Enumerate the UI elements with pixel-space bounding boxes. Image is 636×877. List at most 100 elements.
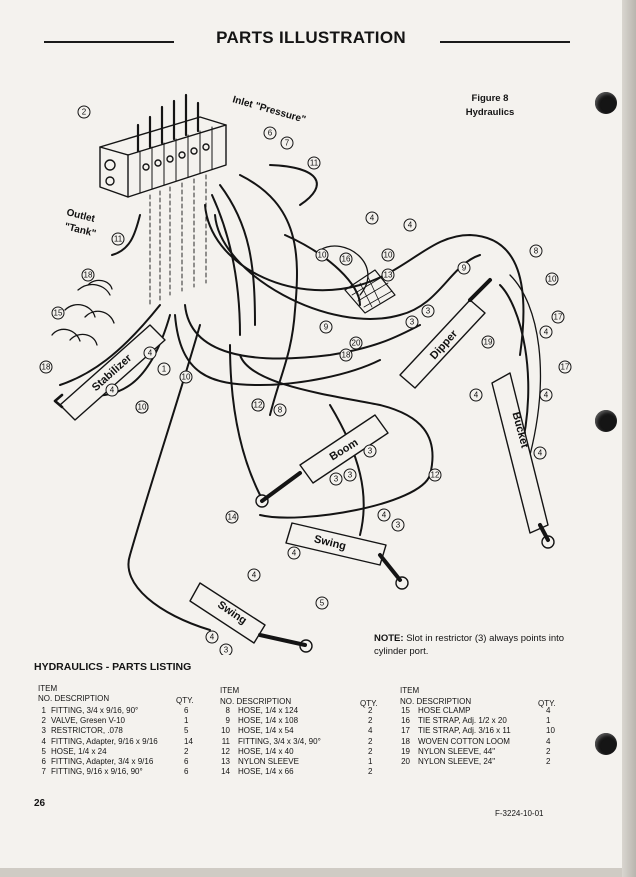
callout-number: 3	[224, 646, 229, 655]
part-quantity: 10	[546, 726, 555, 736]
part-description: FITTING, 3/4 x 3/4, 90°	[238, 736, 321, 746]
callout-number: 8	[278, 406, 283, 415]
part-description: VALVE, Gresen V-10	[51, 716, 125, 726]
form-number: F-3224-10-01	[495, 809, 544, 818]
callout-circle	[81, 268, 95, 282]
callout-circle	[273, 403, 287, 417]
callout-circle	[315, 596, 329, 610]
callout-number: 9	[324, 323, 329, 332]
boom-cylinder	[255, 414, 389, 508]
page-title: PARTS ILLUSTRATION	[216, 28, 406, 47]
callout-number: 4	[370, 214, 375, 223]
part-description: HOSE, 1/4 x 24	[51, 746, 107, 756]
part-quantity: 2	[546, 756, 551, 766]
callout-circle	[319, 320, 333, 334]
callout-number: 4	[382, 511, 387, 520]
part-quantity: 1	[184, 716, 189, 726]
callout-number: 20	[352, 339, 361, 348]
part-description: NYLON SLEEVE	[238, 756, 299, 766]
part-description: NYLON SLEEVE, 24"	[418, 756, 496, 766]
part-number: 16	[401, 716, 410, 726]
callout-number: 2	[82, 108, 87, 117]
col-head-qty: QTY.	[360, 699, 378, 708]
part-number: 8	[225, 706, 230, 715]
col-head-item: ITEM	[400, 686, 420, 695]
part-quantity: 2	[368, 767, 373, 777]
callout-circle	[280, 136, 294, 150]
restrictor-note: NOTE: Slot in restrictor (3) always poin…	[374, 632, 594, 658]
callout-circle	[111, 232, 125, 246]
dipper-cylinder	[399, 278, 492, 389]
binder-hole-bottom	[595, 733, 617, 755]
callout-circle	[421, 304, 435, 318]
col-head-no-desc: NO. DESCRIPTION	[38, 694, 110, 703]
callout-circle	[263, 126, 277, 140]
header-rule-right	[440, 41, 570, 43]
hoses	[59, 164, 542, 631]
callout-number: 7	[285, 139, 290, 148]
control-valve	[99, 93, 227, 198]
callout-number: 3	[334, 475, 339, 484]
callout-number: 3	[396, 521, 401, 530]
callout-number: 4	[544, 328, 549, 337]
callout-number: 12	[431, 471, 440, 480]
part-quantity: 2	[184, 746, 189, 756]
callout-number: 18	[84, 271, 93, 280]
callout-circle	[349, 336, 363, 350]
part-quantity: 14	[184, 736, 193, 746]
inlet-label: Inlet "Pressure"	[231, 94, 307, 125]
callout-circle	[39, 360, 53, 374]
part-quantity: 1	[546, 716, 551, 726]
part-description: WOVEN COTTON LOOM	[418, 736, 510, 746]
part-number: 17	[401, 726, 410, 736]
callout-circle	[247, 568, 261, 582]
parts-row: 5 HOSE, 1/4 x 24 2	[38, 747, 200, 757]
callout-circle	[533, 446, 547, 460]
callout-circle	[225, 510, 239, 524]
figure-number: Figure 8	[471, 93, 509, 104]
callout-circle	[143, 346, 157, 360]
callout-number: 8	[534, 247, 539, 256]
callout-number: 4	[252, 571, 257, 580]
callout-circle	[339, 252, 353, 266]
callout-number: 10	[138, 403, 147, 412]
callout-number: 12	[254, 401, 263, 410]
callout-number: 11	[114, 235, 123, 244]
port-lines	[149, 174, 207, 306]
part-number: 1	[41, 706, 46, 715]
binder-hole-middle	[595, 410, 617, 432]
callout-circle	[51, 306, 65, 320]
callout-number: 4	[538, 449, 543, 458]
callout-number: 4	[474, 391, 479, 400]
callout-number: 5	[320, 599, 325, 608]
col-head-item: ITEM	[38, 684, 58, 693]
part-number: 5	[41, 746, 46, 756]
callout-number: 17	[554, 313, 563, 322]
part-number: 12	[221, 746, 230, 756]
part-description: FITTING, Adapter, 3/4 x 9/16	[51, 756, 154, 766]
callout-circle	[539, 388, 553, 402]
part-number: 14	[221, 767, 230, 777]
callout-number: 17	[561, 363, 570, 372]
part-description: NYLON SLEEVE, 44"	[418, 746, 496, 756]
callout-circle	[205, 630, 219, 644]
callout-number: 3	[348, 471, 353, 480]
stabilizer-cylinder	[53, 324, 166, 421]
swing-cylinder-lower	[189, 582, 313, 653]
part-description: FITTING, Adapter, 9/16 x 9/16	[51, 736, 158, 746]
callout-circle	[428, 468, 442, 482]
hose-clamps	[51, 279, 115, 346]
part-quantity: 2	[368, 716, 373, 726]
